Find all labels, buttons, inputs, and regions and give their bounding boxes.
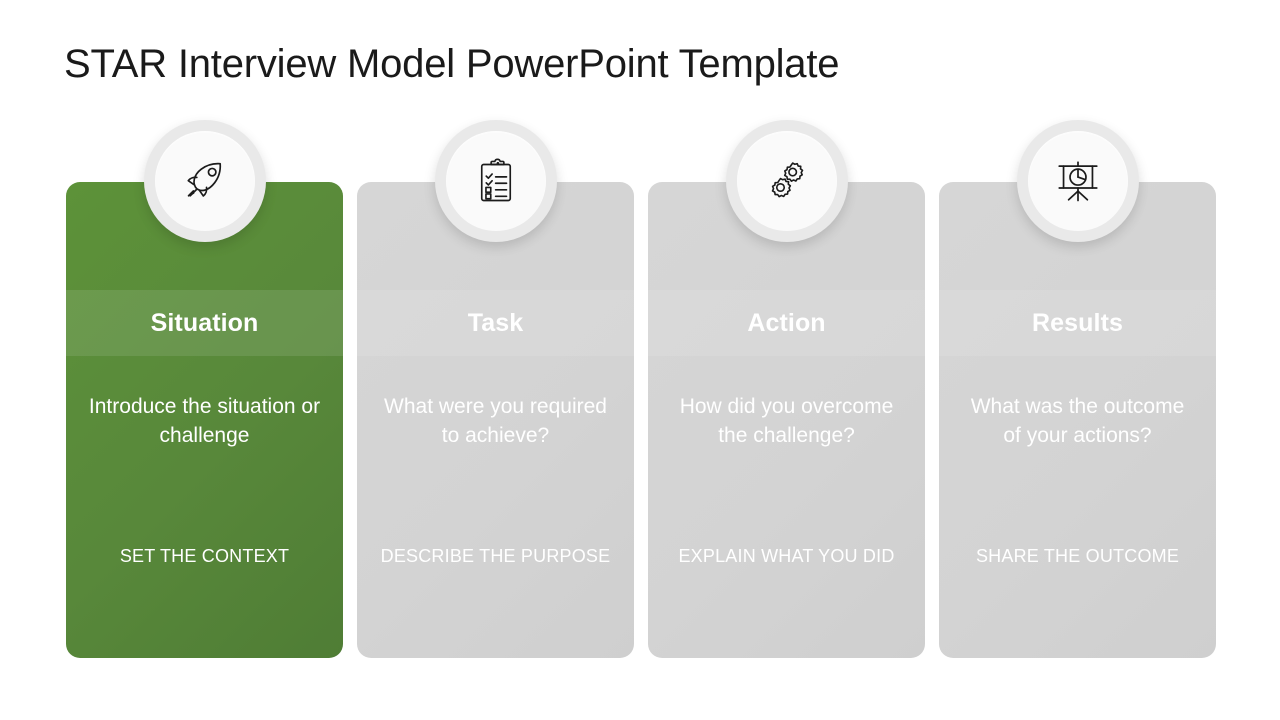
star-card-task[interactable]: Task What were you required to achieve? … [357, 182, 634, 658]
card-heading: Action [747, 308, 826, 337]
presentation-pie-chart-icon [1057, 161, 1098, 202]
gears-icon [771, 162, 803, 198]
card-description: Introduce the situation or challenge [88, 395, 321, 447]
icon-badge-task[interactable] [434, 120, 557, 242]
card-tagline: SHARE THE OUTCOME [975, 546, 1180, 566]
badge-inner [445, 131, 546, 231]
icon-badge-situation[interactable] [143, 120, 266, 242]
card-tagline: SET THE CONTEXT [119, 546, 290, 566]
clipboard-checklist-icon [480, 158, 511, 202]
badge-inner [154, 131, 255, 231]
rocket-icon [186, 162, 221, 197]
badge-slot-results [939, 120, 1216, 244]
card-heading: Results [1031, 308, 1123, 337]
badge-slot-situation [66, 120, 343, 244]
icon-badge-results[interactable] [1016, 120, 1139, 242]
card-heading: Situation [150, 308, 259, 337]
star-card-situation[interactable]: Situation Introduce the situation or cha… [66, 182, 343, 658]
card-description: What was the outcome of your actions? [970, 395, 1185, 447]
badge-inner [736, 131, 837, 231]
card-heading: Task [467, 308, 524, 337]
page-title: STAR Interview Model PowerPoint Template [64, 42, 840, 86]
badge-inner [1027, 131, 1128, 231]
icon-badge-row [66, 120, 1216, 244]
card-description: How did you overcome the challenge? [679, 395, 894, 447]
badge-slot-action [648, 120, 925, 244]
badge-slot-task [357, 120, 634, 244]
icon-badge-action[interactable] [725, 120, 848, 242]
card-tagline: EXPLAIN WHAT YOU DID [678, 546, 895, 566]
card-tagline: DESCRIBE THE PURPOSE [380, 546, 611, 566]
star-card-results[interactable]: Results What was the outcome of your act… [939, 182, 1216, 658]
star-card-action[interactable]: Action How did you overcome the challeng… [648, 182, 925, 658]
star-card-row: Situation Introduce the situation or cha… [66, 182, 1216, 658]
card-description: What were you required to achieve? [384, 395, 607, 447]
